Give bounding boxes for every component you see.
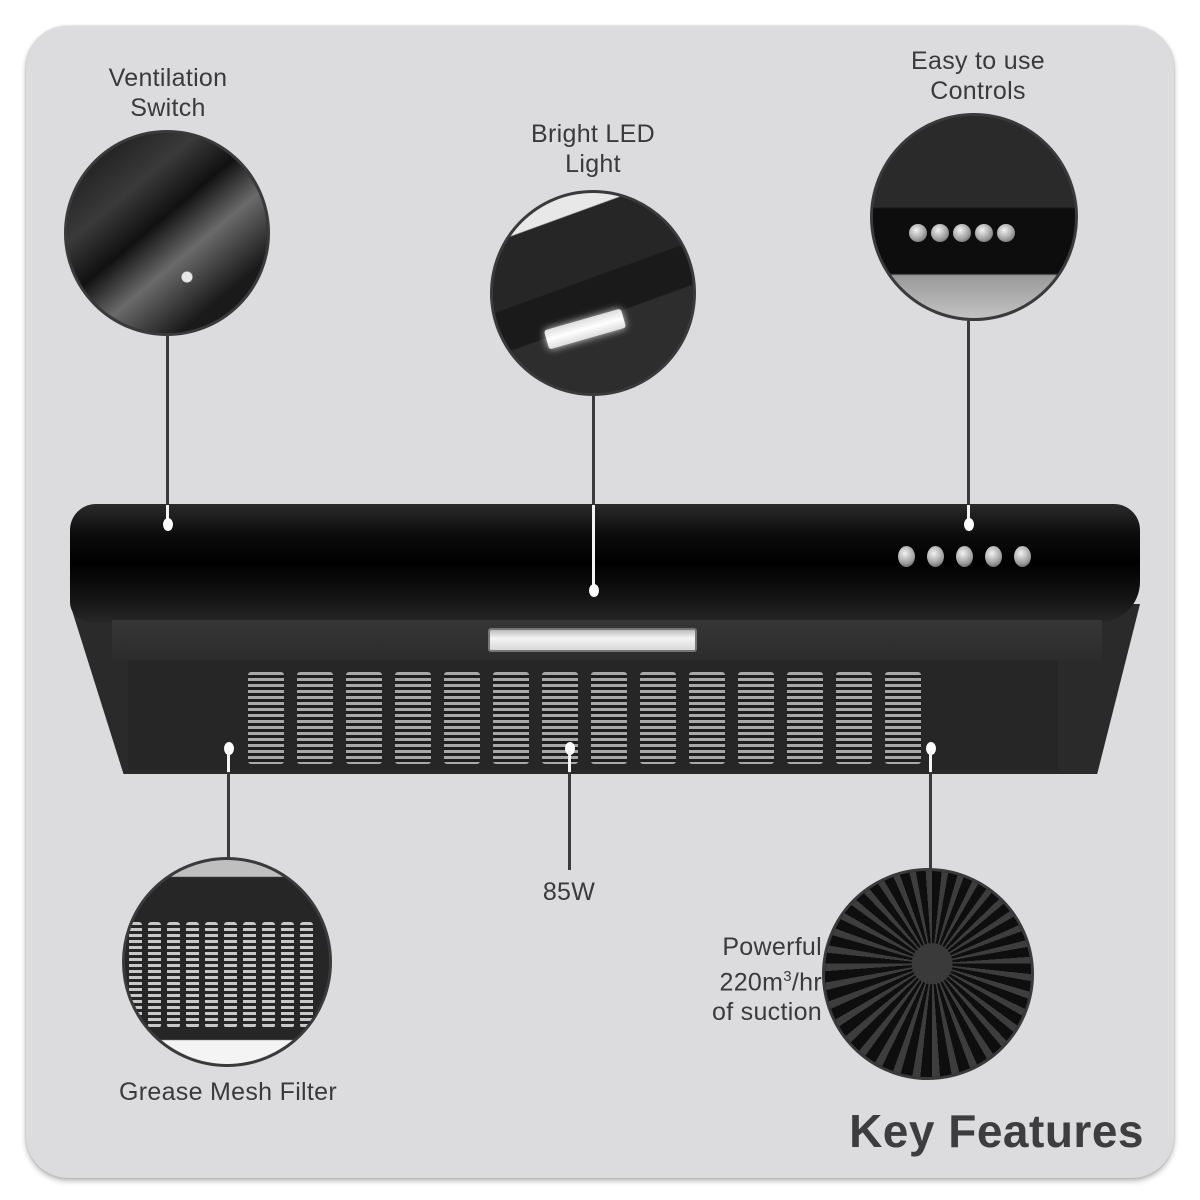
- grille-slot-column: [591, 672, 627, 764]
- suction-pointer-dot: [926, 742, 936, 755]
- led-pointer: [592, 505, 595, 588]
- hood-button-icon: [927, 546, 944, 567]
- control-buttons-row: [909, 224, 1015, 242]
- filter-pointer-dot: [224, 742, 234, 755]
- mesh-slot-column: [129, 922, 142, 1028]
- hood-led-light: [488, 628, 697, 652]
- mesh-slot-column: [300, 922, 313, 1028]
- suction-connector-line: [929, 772, 932, 872]
- ventilation-pointer: [166, 505, 169, 523]
- controls-closeup: [870, 113, 1078, 321]
- led-light-label-line2: Light: [565, 150, 621, 178]
- mesh-slot-column: [224, 922, 237, 1028]
- grille-slot-column: [248, 672, 284, 764]
- ventilation-pointer-dot: [163, 518, 173, 531]
- power-pointer-dot: [565, 742, 575, 755]
- grille-slot-column: [297, 672, 333, 764]
- control-button-icon: [909, 224, 927, 242]
- controls-connector-line: [967, 321, 970, 521]
- mesh-slot-column: [205, 922, 218, 1028]
- grille-slot-column: [738, 672, 774, 764]
- suction-value: 220m: [719, 968, 784, 997]
- grease-filter-label: Grease Mesh Filter: [119, 1078, 337, 1106]
- hood-button-icon: [898, 546, 915, 567]
- hood-grille: [248, 672, 948, 764]
- led-light-image: [493, 193, 693, 393]
- filter-connector-line: [227, 772, 230, 858]
- control-button-icon: [975, 224, 993, 242]
- controls-pointer-dot: [964, 518, 974, 531]
- filter-mesh: [125, 922, 329, 1028]
- mesh-slot-column: [167, 922, 180, 1028]
- control-button-icon: [997, 224, 1015, 242]
- mesh-slot-column: [262, 922, 275, 1028]
- power-connector-line: [568, 772, 571, 870]
- hood-button-icon: [1014, 546, 1031, 567]
- mesh-slot-column: [243, 922, 256, 1028]
- fan-closeup: [822, 868, 1034, 1080]
- hood-button-icon: [956, 546, 973, 567]
- ventilation-switch-label: Ventilation Switch: [78, 63, 258, 123]
- grille-slot-column: [444, 672, 480, 764]
- controls-label-line2: Controls: [930, 77, 1026, 105]
- suction-unit-superscript: 3: [783, 968, 792, 985]
- ventilation-switch-label-line1: Ventilation: [108, 64, 228, 92]
- led-light-closeup: [490, 190, 696, 396]
- led-light-label-line1: Bright LED: [531, 120, 655, 148]
- led-pointer-dot: [589, 584, 599, 597]
- suction-pointer: [929, 750, 932, 772]
- grille-slot-column: [787, 672, 823, 764]
- grille-slot-column: [885, 672, 921, 764]
- grease-filter-closeup: [122, 857, 332, 1067]
- grille-slot-column: [493, 672, 529, 764]
- led-light-label: Bright LED Light: [503, 119, 683, 179]
- power-label: 85W: [542, 878, 596, 906]
- control-button-icon: [953, 224, 971, 242]
- fan-image: [825, 871, 1031, 1077]
- grille-slot-column: [346, 672, 382, 764]
- ventilation-switch-label-line2: Switch: [130, 94, 206, 122]
- ventilation-connector-line: [166, 336, 169, 522]
- ventilation-switch-image: [67, 133, 267, 333]
- suction-label-line3: of suction: [711, 998, 822, 1027]
- hood-filter-panel: [128, 660, 1058, 770]
- mesh-slot-column: [281, 922, 294, 1028]
- cooker-hood-product: [70, 504, 1140, 774]
- hood-control-buttons: [898, 546, 1031, 567]
- grille-slot-column: [395, 672, 431, 764]
- controls-image: [873, 116, 1075, 318]
- controls-label-line1: Easy to use: [911, 47, 1045, 75]
- grille-slot-column: [689, 672, 725, 764]
- led-connector-line: [592, 396, 595, 506]
- control-button-icon: [931, 224, 949, 242]
- suction-unit-tail: /hr: [791, 968, 822, 997]
- mesh-slot-column: [186, 922, 199, 1028]
- grille-slot-column: [640, 672, 676, 764]
- hood-button-icon: [985, 546, 1002, 567]
- page-title: Key Features: [849, 1105, 1144, 1157]
- grille-slot-column: [836, 672, 872, 764]
- ventilation-switch-closeup: [64, 130, 270, 336]
- filter-pointer: [227, 750, 230, 772]
- controls-pointer: [967, 505, 970, 523]
- suction-label-line1: Powerful: [722, 933, 822, 961]
- power-pointer: [568, 750, 571, 772]
- suction-label: Powerful 220m3/hr of suction: [650, 932, 822, 1027]
- mesh-slot-column: [148, 922, 161, 1028]
- controls-label: Easy to use Controls: [888, 46, 1068, 106]
- suction-label-line2: 220m3/hr: [650, 962, 822, 997]
